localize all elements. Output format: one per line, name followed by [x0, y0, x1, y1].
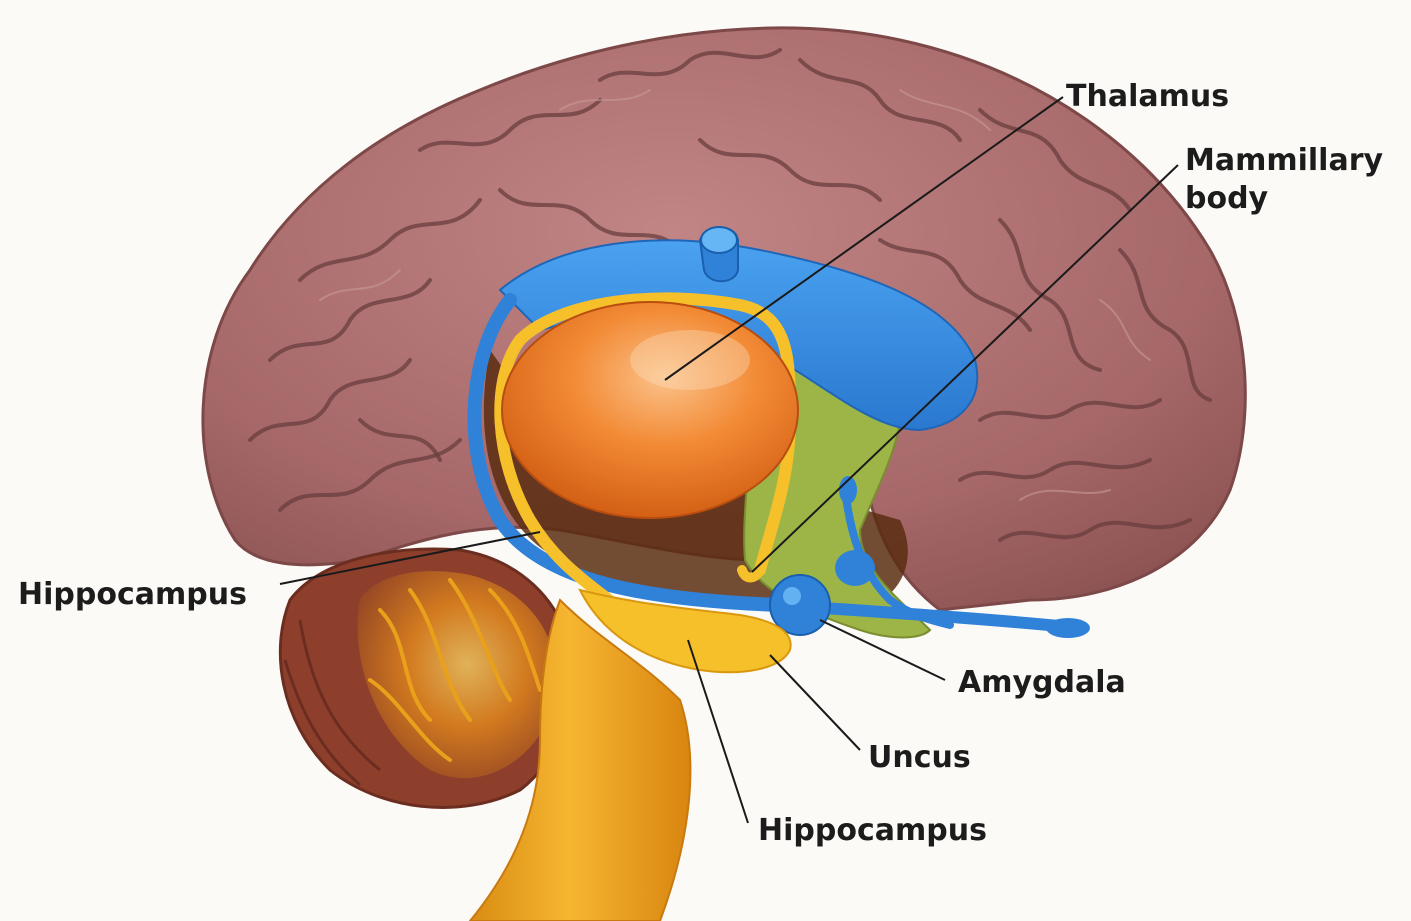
label-thalamus: Thalamus	[1066, 79, 1229, 114]
label-hippocampus-bottom: Hippocampus	[758, 813, 987, 848]
label-amygdala: Amygdala	[958, 665, 1126, 700]
thalamus	[502, 302, 798, 518]
cerebellum	[280, 549, 572, 807]
amygdala	[770, 575, 830, 635]
label-mammillary-body-line1: Mammillary	[1185, 143, 1384, 178]
label-uncus: Uncus	[868, 740, 971, 775]
leader-uncus	[770, 655, 860, 750]
label-hippocampus-left: Hippocampus	[18, 577, 247, 612]
label-mammillary-body-line2: body	[1185, 181, 1269, 216]
